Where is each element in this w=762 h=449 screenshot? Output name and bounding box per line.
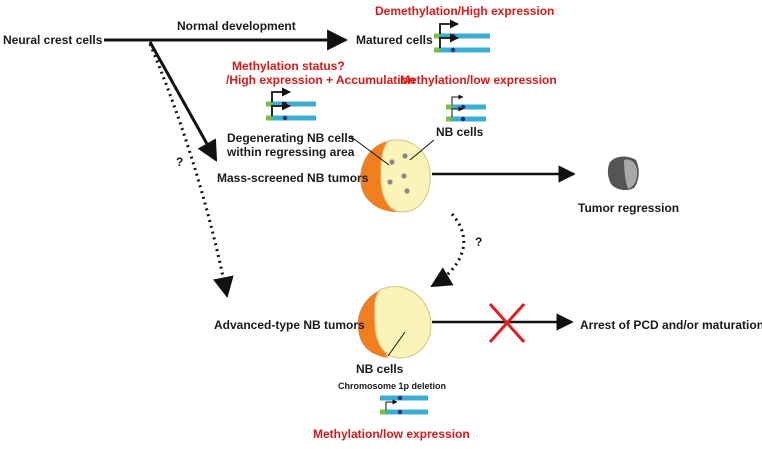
- tumor-regression-label: Tumor regression: [578, 201, 679, 215]
- gene-icon-nb-bottom: [380, 395, 428, 415]
- nb-cells-bottom-pointer: [387, 331, 406, 357]
- nb-cells-top-label: NB cells: [436, 125, 484, 139]
- gene-icon-degenerating: [266, 87, 316, 121]
- methylation-low-top-label: Methylation/low expression: [400, 73, 557, 87]
- regressed-tumor-icon: [607, 156, 639, 191]
- demethylation-label: Demethylation/High expression: [375, 4, 554, 18]
- nb-cells-bottom-label: NB cells: [356, 362, 404, 376]
- main-arrows: [104, 29, 576, 331]
- advanced-type-label: Advanced-type NB tumors: [214, 318, 365, 332]
- matured-cells-label: Matured cells: [356, 33, 433, 47]
- methylation-status-label: Methylation status?: [232, 59, 345, 73]
- methylation-low-bottom-label: Methylation/low expression: [313, 427, 470, 441]
- degenerating-label-1: Degenerating NB cells: [227, 131, 355, 145]
- arrest-label: Arrest of PCD and/or maturation: [580, 318, 762, 332]
- nb-cells-top-pointer: [409, 139, 435, 161]
- question-mark-left: ?: [176, 155, 183, 169]
- blocked-cross-icon: [488, 302, 526, 344]
- question-mark-right: ?: [475, 235, 482, 249]
- neural-crest-label: Neural crest cells: [3, 33, 103, 47]
- mass-screened-tumor: [360, 139, 431, 213]
- to-mass-screened-arrow: [148, 41, 218, 162]
- gene-icon-nb-top: [446, 94, 486, 122]
- normal-development-label: Normal development: [177, 19, 296, 33]
- high-expression-accumulation-label: /High expression + Accumulation: [226, 73, 415, 87]
- chromosome-deletion-label: Chromosome 1p deletion: [338, 381, 446, 391]
- degenerating-label-2: within regressing area: [226, 145, 355, 159]
- degenerating-pointer: [349, 135, 390, 166]
- advanced-type-tumor: [357, 285, 432, 359]
- gene-icon-matured: [434, 19, 490, 53]
- mass-to-advanced-dotted-arrow: [430, 213, 466, 288]
- mass-screened-label: Mass-screened NB tumors: [217, 171, 369, 185]
- to-advanced-dotted-arrow: [148, 43, 234, 299]
